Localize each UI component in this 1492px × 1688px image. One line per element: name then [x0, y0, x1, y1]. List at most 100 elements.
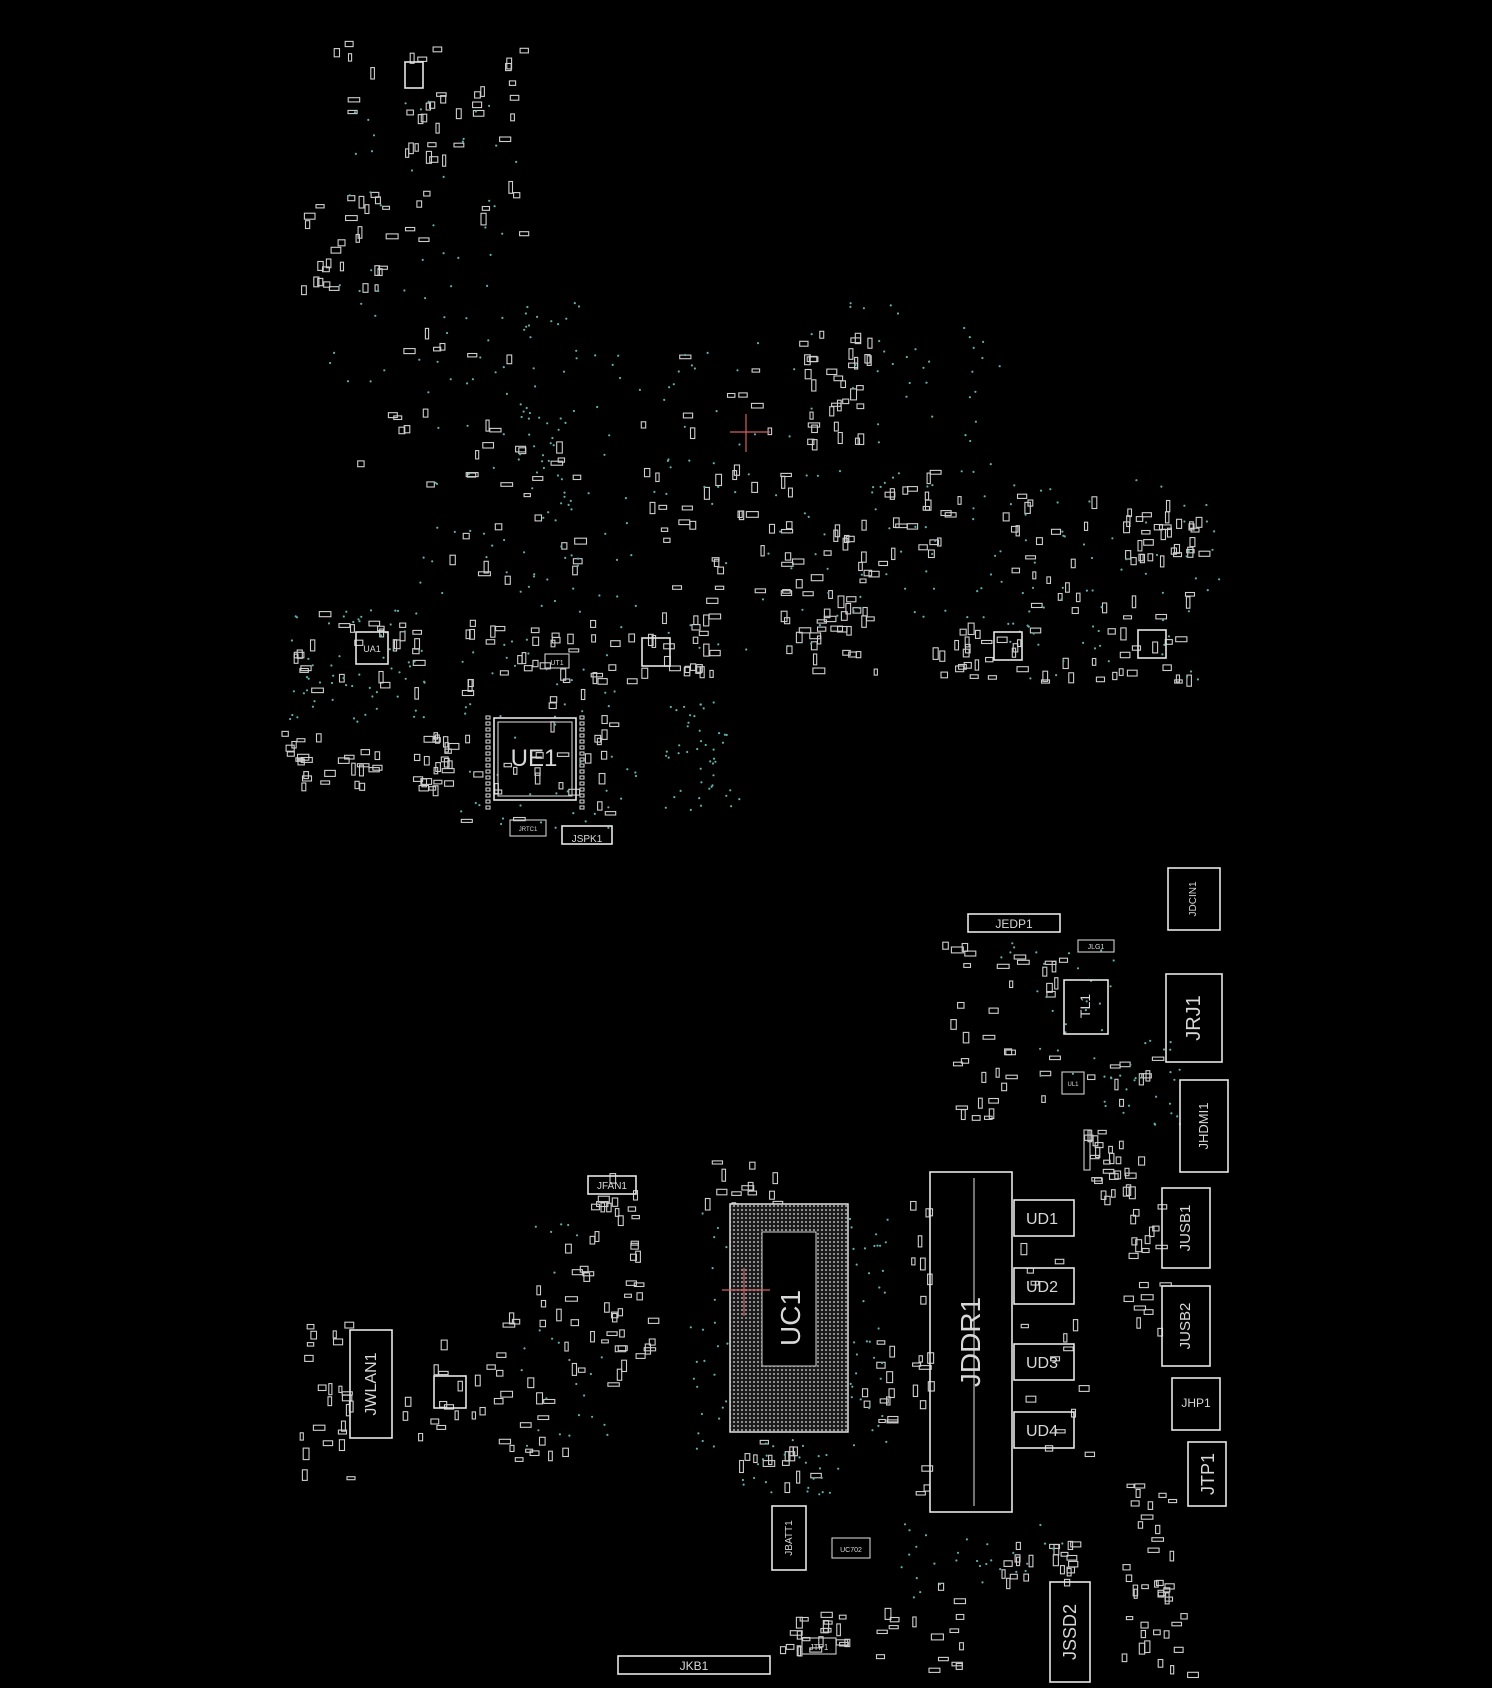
- passive-component: [889, 488, 895, 500]
- ud1-memory-chip[interactable]: UD1: [1013, 1199, 1075, 1237]
- jusb2-connector[interactable]: JUSB2: [1161, 1285, 1211, 1367]
- jbatt1-connector[interactable]: JBATT1: [771, 1505, 807, 1571]
- via: [1011, 942, 1014, 945]
- via: [698, 797, 701, 800]
- passive-component: [906, 523, 919, 530]
- jspk1-connector[interactable]: JSPK1: [561, 825, 613, 845]
- passive-component: [878, 560, 889, 567]
- passive-component: [1132, 1208, 1140, 1217]
- via: [630, 554, 633, 557]
- passive-component: [698, 630, 709, 637]
- passive-component: [1132, 1584, 1139, 1597]
- jtp1-connector[interactable]: JTP1: [1187, 1441, 1227, 1507]
- via: [1032, 632, 1035, 635]
- passive-component: [332, 1330, 337, 1339]
- tl1-transformer[interactable]: TL1: [1063, 979, 1109, 1035]
- passive-component: [550, 460, 564, 466]
- ul1-chip[interactable]: UL1: [1061, 1071, 1085, 1095]
- via: [885, 1440, 888, 1443]
- via: [801, 1444, 805, 1447]
- jssd2-connector[interactable]: JSSD2: [1049, 1581, 1091, 1683]
- qfn-chip[interactable]: [993, 631, 1023, 661]
- passive-component: [929, 469, 942, 475]
- passive-component: [1020, 1242, 1028, 1256]
- via: [436, 526, 439, 529]
- jddr1-slot[interactable]: JDDR1: [929, 1171, 1013, 1513]
- jfan1-connector[interactable]: JFAN1: [587, 1175, 637, 1195]
- ut1-chip[interactable]: UT1: [544, 653, 570, 669]
- via: [854, 363, 857, 367]
- top-board-view[interactable]: UE1 UA1 UT1 JSPK1 JRTC1: [281, 40, 1221, 845]
- qfn-chip[interactable]: [641, 637, 671, 667]
- via: [528, 433, 531, 436]
- qfn-chip[interactable]: [404, 61, 424, 89]
- passive-component: [473, 771, 484, 778]
- ud2-memory-chip[interactable]: UD2: [1013, 1267, 1075, 1305]
- uc702-chip[interactable]: UC702: [831, 1537, 871, 1559]
- passive-component: [957, 663, 967, 670]
- qfn-chip[interactable]: [433, 1375, 467, 1409]
- bottom-board-view[interactable]: JEDP1 JDCIN1 JRJ1 JHDMI1 JUSB1 JUSB2: [299, 867, 1229, 1683]
- via: [924, 526, 927, 529]
- passive-component: [1009, 1573, 1018, 1580]
- jrtc1-connector[interactable]: JRTC1: [509, 819, 547, 837]
- passive-component: [436, 1424, 447, 1430]
- passive-component: [1187, 1671, 1199, 1679]
- passive-component: [888, 1625, 899, 1630]
- passive-component: [557, 457, 566, 463]
- passive-component: [417, 114, 424, 125]
- passive-component: [784, 552, 792, 561]
- via: [527, 324, 531, 327]
- passive-component: [823, 1620, 833, 1625]
- pin-pad: [485, 805, 491, 810]
- via: [551, 436, 554, 440]
- via: [765, 1454, 768, 1457]
- jkb1-connector[interactable]: JKB1: [617, 1655, 771, 1675]
- jusb2-label: JUSB2: [1177, 1303, 1194, 1350]
- via: [817, 1455, 820, 1458]
- jdcin1-connector[interactable]: JDCIN1: [1167, 867, 1221, 931]
- jrj1-connector[interactable]: JRJ1: [1165, 973, 1223, 1063]
- jhp1-connector[interactable]: JHP1: [1171, 1377, 1221, 1431]
- passive-component: [741, 1185, 755, 1191]
- ue1-chip[interactable]: UE1: [493, 717, 577, 801]
- passive-component: [536, 1392, 544, 1405]
- passive-component: [347, 195, 356, 202]
- via: [982, 616, 985, 619]
- passive-component: [1020, 1323, 1029, 1329]
- passive-component: [1147, 553, 1154, 562]
- passive-component: [828, 590, 833, 599]
- via: [307, 657, 310, 661]
- jusb1-connector[interactable]: JUSB1: [1161, 1187, 1211, 1269]
- via: [718, 1417, 721, 1420]
- via: [367, 118, 370, 121]
- passive-component: [732, 470, 738, 481]
- passive-component: [1155, 613, 1168, 620]
- passive-component: [500, 1390, 514, 1398]
- passive-component: [300, 665, 312, 672]
- via: [798, 1456, 801, 1459]
- passive-component: [1100, 1190, 1107, 1200]
- passive-component: [1164, 1596, 1174, 1602]
- ua1-chip[interactable]: UA1: [355, 631, 389, 665]
- passive-component: [393, 415, 403, 421]
- passive-component: [655, 472, 660, 483]
- via: [966, 616, 969, 619]
- jtp1-small-connector[interactable]: JTP1: [801, 1637, 837, 1655]
- passive-component: [840, 380, 847, 389]
- uc1-cpu[interactable]: UC1: [729, 1203, 849, 1433]
- passive-component: [985, 656, 994, 663]
- qfn-chip[interactable]: [1137, 629, 1167, 659]
- passive-component: [922, 505, 931, 511]
- jlg1-connector[interactable]: JLG1: [1077, 939, 1115, 953]
- passive-component: [858, 561, 863, 572]
- passive-component: [347, 53, 353, 62]
- jwlan1-connector[interactable]: JWLAN1: [349, 1329, 393, 1439]
- ud3-memory-chip[interactable]: UD3: [1013, 1343, 1075, 1381]
- jedp1-connector[interactable]: JEDP1: [967, 913, 1061, 933]
- jhdmi1-connector[interactable]: JHDMI1: [1179, 1079, 1229, 1173]
- passive-component: [425, 150, 433, 164]
- passive-component: [433, 1364, 439, 1376]
- ud4-memory-chip[interactable]: UD4: [1013, 1411, 1075, 1449]
